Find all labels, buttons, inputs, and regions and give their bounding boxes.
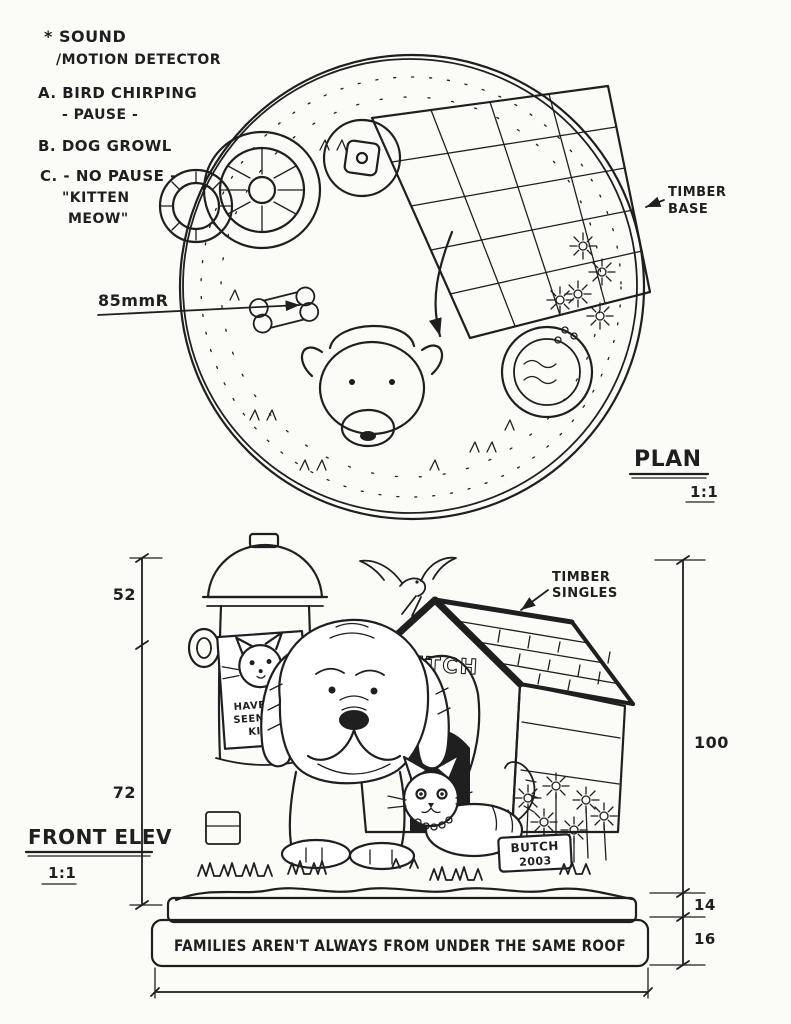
sound-notes: * SOUND /MOTION DETECTOR A. BIRD CHIRPIN…: [38, 27, 221, 227]
dim-right: 100 14 16: [649, 555, 729, 970]
plan-base-circle: [178, 53, 646, 521]
note-a-bird-chirping: A. BIRD CHIRPING: [38, 84, 197, 102]
bird: [359, 556, 457, 617]
plan-title: PLAN 1:1: [628, 447, 718, 503]
plan-dog: [301, 324, 443, 448]
plan-roof: [370, 84, 652, 340]
plan-food-bowl: [500, 325, 594, 419]
shingles-label-2: SINGLES: [552, 586, 618, 601]
dim-right-step2: 16: [694, 930, 716, 948]
dim-left-upper: 52: [113, 585, 136, 604]
grass: [197, 858, 591, 881]
timber-base-callout: TIMBER BASE: [645, 185, 726, 217]
dim-left: 52 72: [113, 553, 163, 910]
dim-left-lower: 72: [113, 783, 136, 802]
plan-bone: [248, 286, 320, 334]
plan-view: 85mmR TIMBER BASE PLAN 1:1: [97, 53, 726, 521]
front-elevation: HAVE YOU SEEN THIS KITTY: [24, 532, 650, 968]
note-b-dog-growl: B. DOG GROWL: [38, 137, 172, 155]
sign-name: BUTCH: [510, 839, 559, 856]
plan-scale-label: 1:1: [690, 483, 718, 501]
dimension-annotations: 52 72 100 14 16: [113, 553, 729, 999]
sign-year: 2003: [519, 854, 552, 869]
dog-nose: [339, 710, 369, 730]
radius-label: 85mmR: [98, 291, 168, 310]
plan-grass-marks: [229, 139, 515, 471]
front-scale-label: 1:1: [48, 864, 76, 882]
plan-flowers: [546, 232, 616, 344]
timber-base-label-1: TIMBER: [668, 185, 726, 200]
name-sign: BUTCH 2003: [497, 833, 573, 873]
front-view-label: FRONT ELEV: [28, 825, 172, 849]
toy-block: [205, 811, 241, 845]
note-c-no-pause: C. - NO PAUSE -: [40, 167, 177, 185]
banner-quote: FAMILIES AREN'T ALWAYS FROM UNDER THE SA…: [174, 936, 626, 955]
timber-base-label-2: BASE: [668, 202, 708, 217]
dim-bottom: [150, 967, 653, 999]
plan-view-label: PLAN: [634, 447, 702, 472]
note-sound-title: * SOUND: [44, 27, 126, 46]
roof-shingles: [456, 620, 621, 691]
note-c-meow: MEOW": [68, 211, 129, 227]
front-title: FRONT ELEV 1:1: [24, 825, 172, 885]
radius-callout: 85mmR: [97, 291, 301, 316]
ground-mound: [174, 887, 634, 902]
note-c-kitten: "KITTEN: [62, 190, 130, 206]
plan-rotation-arrow: [428, 230, 454, 338]
note-a-pause: - PAUSE -: [62, 107, 138, 123]
dim-right-step1: 14: [694, 896, 716, 914]
plan-hydrant: [158, 118, 402, 250]
shingles-label-1: TIMBER: [552, 570, 610, 585]
base-plinth: FAMILIES AREN'T ALWAYS FROM UNDER THE SA…: [150, 896, 650, 968]
dim-right-main: 100: [694, 733, 729, 752]
note-motion-detector: /MOTION DETECTOR: [56, 52, 221, 68]
shingles-callout: TIMBER SINGLES: [520, 570, 618, 611]
